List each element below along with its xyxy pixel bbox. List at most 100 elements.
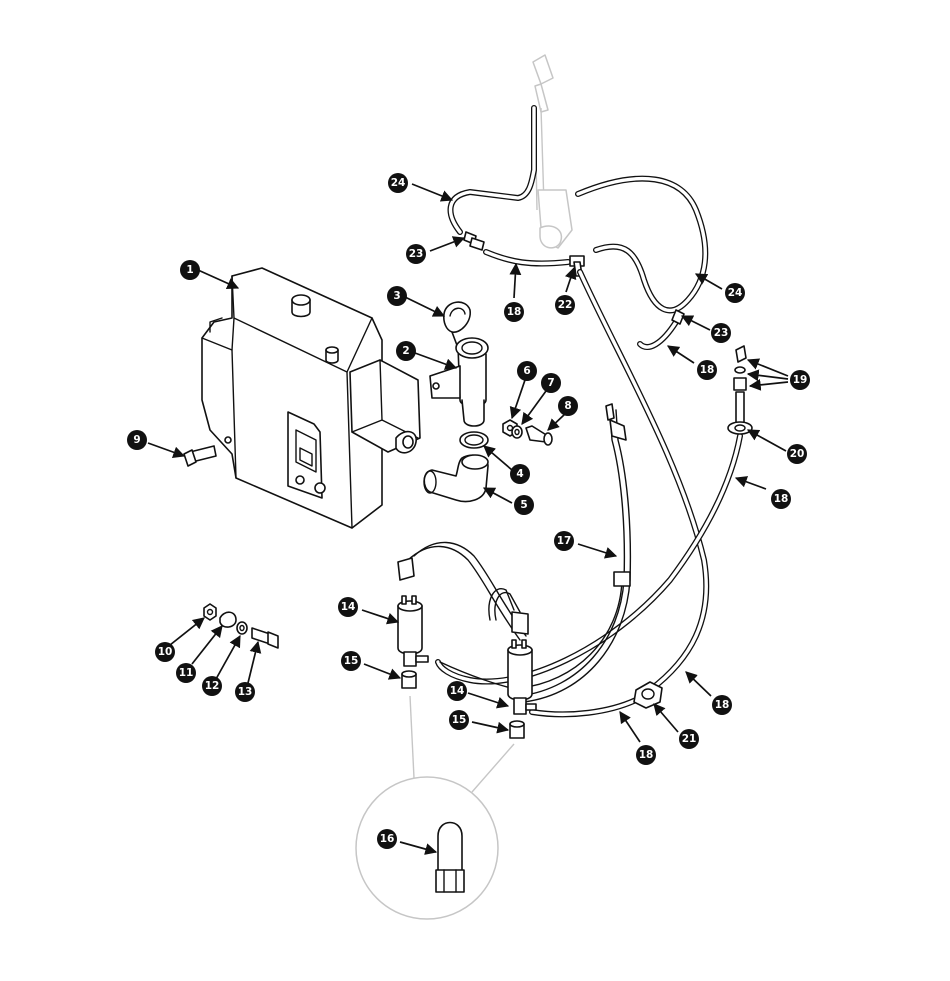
callout-badge [558, 396, 578, 416]
callout-18d: 18 [712, 695, 732, 715]
callout-label: 1 [186, 264, 193, 276]
callout-label: 14 [450, 685, 465, 697]
nozzle-hose-18 [435, 433, 743, 685]
inset-detail-filter [355, 695, 515, 920]
callout-label: 18 [774, 493, 789, 505]
bolt-set-10-13 [203, 603, 279, 649]
callout-18a: 18 [504, 302, 524, 322]
callout-badge [711, 323, 731, 343]
callout-label: 2 [402, 345, 409, 357]
long-hose-18 [577, 269, 710, 693]
callout-badge [338, 597, 358, 617]
callout-label: 3 [393, 290, 400, 302]
callout-label: 24 [391, 177, 406, 189]
callout-label: 15 [452, 714, 467, 726]
callout-label: 15 [344, 655, 359, 667]
wiring-harness [397, 403, 632, 703]
callout-badge [771, 489, 791, 509]
callout-label: 12 [205, 680, 220, 692]
callout-badge [447, 681, 467, 701]
callout-badge [235, 682, 255, 702]
callout-badge [514, 495, 534, 515]
callout-label: 16 [380, 833, 395, 845]
callout-17: 17 [554, 531, 574, 551]
callout-label: 14 [341, 601, 356, 613]
nozzle-19-20 [727, 345, 753, 435]
callout-label: 22 [558, 299, 573, 311]
callout-18c: 18 [771, 489, 791, 509]
callout-label: 5 [520, 499, 527, 511]
pump-grommets [401, 670, 525, 739]
callout-label: 11 [179, 667, 194, 679]
callout-14b: 14 [447, 681, 467, 701]
callout-label: 9 [133, 434, 140, 446]
washer-pump-upper [397, 595, 429, 667]
callout-badge [504, 302, 524, 322]
upper-hoses [447, 105, 709, 350]
callout-23a: 23 [406, 244, 426, 264]
callout-11: 11 [176, 663, 196, 683]
elbow-hose [423, 454, 489, 503]
small-fasteners-6-7-8 [502, 419, 553, 446]
callout-4: 4 [510, 464, 530, 484]
callout-badge [697, 360, 717, 380]
callout-label: 21 [682, 733, 697, 745]
callout-8: 8 [558, 396, 578, 416]
callout-15b: 15 [449, 710, 469, 730]
callout-label: 18 [700, 364, 715, 376]
callout-24a: 24 [388, 173, 408, 193]
callout-7: 7 [541, 373, 561, 393]
callout-label: 19 [793, 374, 808, 386]
callout-badge [554, 531, 574, 551]
callout-23b: 23 [711, 323, 731, 343]
washer-reservoir [201, 267, 421, 529]
callout-label: 4 [516, 468, 523, 480]
callout-12: 12 [202, 676, 222, 696]
callout-6: 6 [517, 361, 537, 381]
callout-badge [636, 745, 656, 765]
callout-10: 10 [155, 642, 175, 662]
callout-badge [180, 260, 200, 280]
callout-badge [127, 430, 147, 450]
callout-badge [679, 729, 699, 749]
filler-neck [429, 337, 489, 427]
callout-badge [517, 361, 537, 381]
callout-badge [449, 710, 469, 730]
callout-badge [387, 286, 407, 306]
callout-badge [202, 676, 222, 696]
callout-21: 21 [679, 729, 699, 749]
callout-2: 2 [396, 341, 416, 361]
callout-badge [388, 173, 408, 193]
callout-5: 5 [514, 495, 534, 515]
callout-9: 9 [127, 430, 147, 450]
callout-label: 8 [564, 400, 571, 412]
callout-label: 23 [409, 248, 424, 260]
callout-3: 3 [387, 286, 407, 306]
callout-1: 1 [180, 260, 200, 280]
callout-18b: 18 [697, 360, 717, 380]
callout-13: 13 [235, 682, 255, 702]
callout-badge [406, 244, 426, 264]
leader-lines [147, 183, 789, 855]
callout-badge [787, 444, 807, 464]
callout-badge [176, 663, 196, 683]
pump-hose-18 [529, 697, 639, 718]
callout-18e: 18 [636, 745, 656, 765]
callout-label: 20 [790, 448, 805, 460]
callout-14a: 14 [338, 597, 358, 617]
callout-badge [377, 829, 397, 849]
hose-clip [459, 431, 489, 449]
washer-pump-lower [507, 639, 537, 715]
callout-label: 18 [507, 306, 522, 318]
callout-badge [541, 373, 561, 393]
callout-badge [712, 695, 732, 715]
callout-19: 19 [790, 370, 810, 390]
callout-badge [396, 341, 416, 361]
callout-badge [555, 295, 575, 315]
wiper-arm-ghost [532, 54, 573, 249]
callout-label: 10 [158, 646, 173, 658]
callout-label: 18 [715, 699, 730, 711]
callout-16: 16 [377, 829, 397, 849]
callout-label: 17 [557, 535, 572, 547]
